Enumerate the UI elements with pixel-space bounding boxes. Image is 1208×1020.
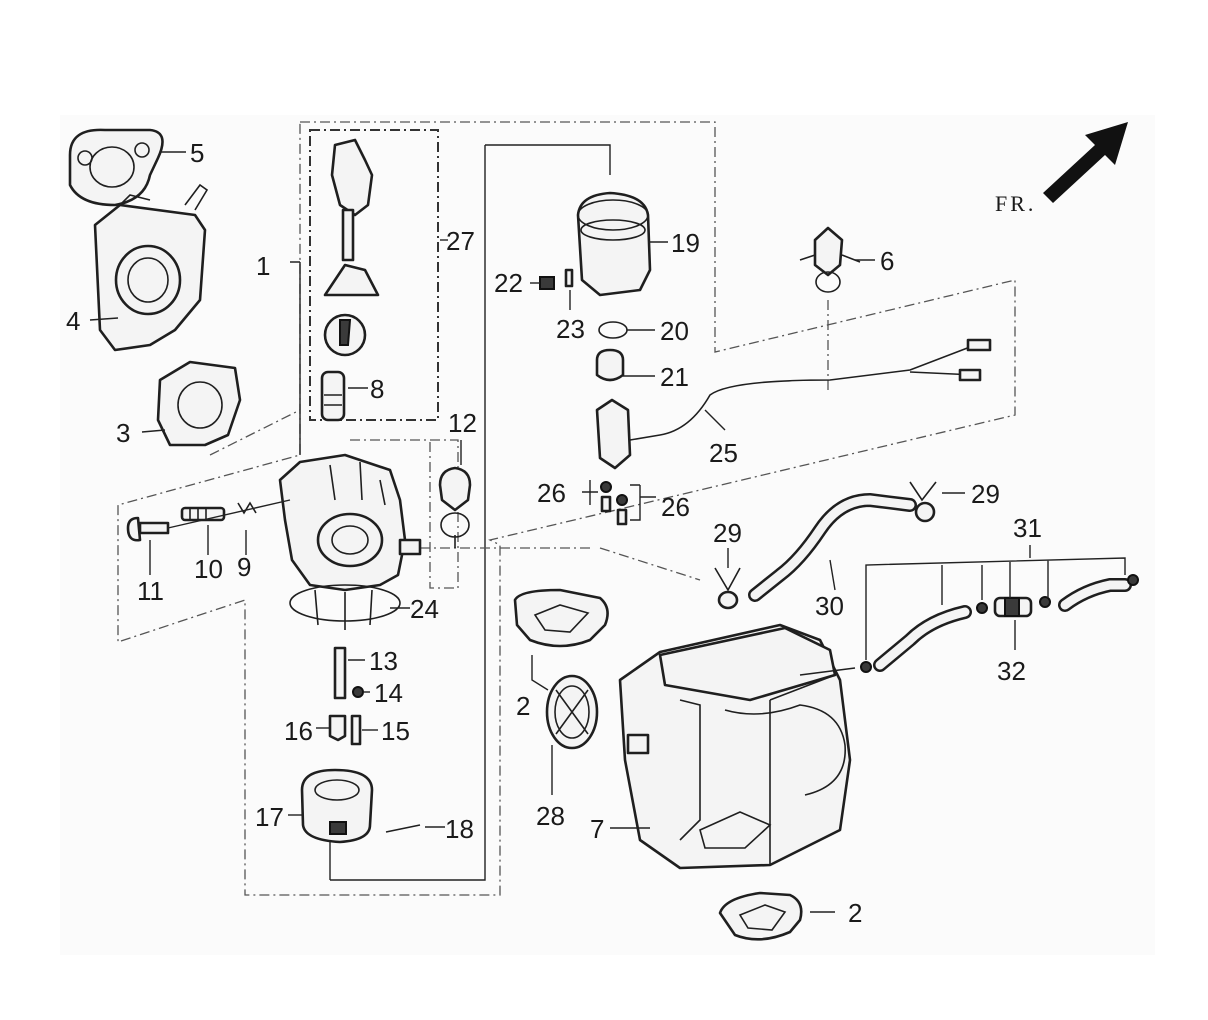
gasket-2-lower	[718, 891, 803, 941]
callout-28: 28	[536, 801, 565, 831]
callout-22: 22	[494, 268, 523, 298]
washer-23	[564, 268, 574, 288]
callout-24: 24	[410, 594, 439, 624]
solenoid-25	[595, 338, 992, 470]
callout-7: 7	[590, 814, 604, 844]
orientation-label: FR.	[995, 191, 1036, 216]
callout-29-right: 29	[971, 479, 1000, 509]
screw-10	[180, 506, 226, 522]
callout-29-left: 29	[713, 518, 742, 548]
clip-29a	[714, 567, 741, 610]
callout-2-upper: 2	[516, 691, 530, 721]
gasket-5	[68, 128, 164, 207]
callout-23: 23	[556, 314, 585, 344]
callout-16: 16	[284, 716, 313, 746]
leader-lines	[89, 151, 1031, 913]
assembly-boundaries	[117, 121, 1016, 896]
callout-6: 6	[880, 246, 894, 276]
callout-26-left: 26	[537, 478, 566, 508]
carburetor-body	[278, 453, 422, 630]
air-cleaner-case-7	[618, 623, 856, 870]
boundary-gasket-line	[209, 409, 301, 456]
front-direction-arrow	[1043, 122, 1128, 203]
callout-19: 19	[671, 228, 700, 258]
gasket-2-upper	[513, 588, 609, 648]
callout-27: 27	[446, 226, 475, 256]
gasket-3	[156, 360, 242, 447]
float-17	[300, 768, 374, 844]
callout-labels: 5 4 3 1 27 8 12 9 10 11 24 13 14 15 16 1…	[66, 138, 1042, 928]
callout-32: 32	[997, 656, 1026, 686]
fuel-hose-30	[748, 492, 917, 602]
jet-15	[350, 714, 362, 746]
callout-1: 1	[256, 251, 270, 281]
jet-14	[352, 686, 364, 698]
screw-26b	[616, 494, 628, 526]
callout-11: 11	[137, 576, 164, 606]
float-12	[438, 466, 472, 548]
callout-2-lower: 2	[848, 898, 862, 928]
jet-13	[333, 646, 347, 700]
callout-14: 14	[374, 678, 403, 708]
screw-11	[126, 516, 170, 542]
fuel-hose-31	[860, 574, 1139, 673]
callout-30: 30	[815, 591, 844, 621]
jet-16	[328, 714, 347, 742]
drain-screw-21	[595, 348, 625, 382]
callout-8: 8	[370, 374, 384, 404]
boundary-12	[350, 439, 459, 589]
screw-26a	[600, 481, 612, 513]
boundary-link	[599, 547, 701, 581]
filter-element-28	[545, 674, 599, 750]
callout-13: 13	[369, 646, 398, 676]
callout-26-right: 26	[661, 492, 690, 522]
boundary-carburetor	[117, 121, 1016, 896]
fuel-bowl-19	[576, 191, 652, 297]
screw-axis-line	[167, 499, 291, 529]
callout-21: 21	[660, 362, 689, 392]
boundary-bowl	[484, 144, 611, 545]
callout-25: 25	[709, 438, 738, 468]
pin-18	[385, 824, 421, 833]
fuel-filter-32	[993, 596, 1033, 618]
callout-18: 18	[445, 814, 474, 844]
callout-10: 10	[194, 554, 223, 584]
callout-15: 15	[381, 716, 410, 746]
choke-linkage-27	[323, 138, 380, 357]
needle-8	[320, 370, 346, 422]
connector-6	[799, 226, 861, 293]
insulator-4	[93, 183, 209, 352]
callout-12: 12	[448, 408, 477, 438]
callout-9: 9	[237, 552, 251, 582]
bracket-31	[865, 557, 1126, 660]
callout-5: 5	[190, 138, 204, 168]
screw-22	[539, 276, 555, 290]
callout-4: 4	[66, 306, 80, 336]
boundary-lower	[329, 545, 486, 881]
callout-31: 31	[1013, 513, 1042, 543]
callout-17: 17	[255, 802, 284, 832]
boundary-27	[309, 129, 439, 421]
clip-29b	[909, 481, 937, 523]
callout-20: 20	[660, 316, 689, 346]
callout-3: 3	[116, 418, 130, 448]
